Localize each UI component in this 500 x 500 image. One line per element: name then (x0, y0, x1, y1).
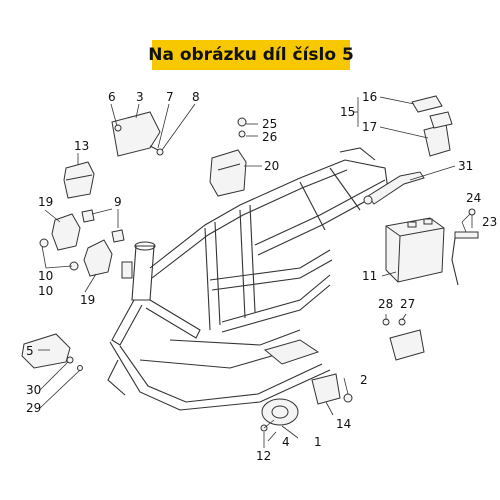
callout-9: 9 (114, 195, 122, 209)
callout-31: 31 (458, 159, 473, 173)
callout-7: 7 (166, 90, 174, 104)
callout-29: 29 (26, 401, 41, 415)
callout-10-right: 10 (38, 284, 53, 298)
banner-text: Na obrázku díl číslo 5 (148, 45, 354, 65)
callout-19-lower: 19 (80, 293, 95, 307)
callout-30: 30 (26, 383, 41, 397)
bracket-assembly (111, 111, 164, 157)
callout-19-upper: 19 (38, 195, 53, 209)
callout-6: 6 (108, 90, 116, 104)
callout-3: 3 (136, 90, 144, 104)
callout-23: 23 (482, 215, 497, 229)
callout-11: 11 (362, 269, 377, 283)
part-5-cover (21, 333, 83, 371)
callout-20: 20 (264, 159, 279, 173)
callout-8: 8 (192, 90, 200, 104)
callout-24: 24 (466, 191, 481, 205)
battery-part-11 (385, 217, 445, 283)
callout-13: 13 (74, 139, 89, 153)
callout-labels: 6 3 7 8 13 19 9 10 10 19 5 30 29 25 26 2… (26, 90, 497, 463)
callout-15: 15 (340, 105, 355, 119)
part-31-cable (363, 171, 425, 205)
callout-5: 5 (26, 344, 34, 358)
part-27-28-bracket (382, 318, 425, 361)
callout-12: 12 (256, 449, 271, 463)
callout-2: 2 (360, 373, 368, 387)
callout-27: 27 (400, 297, 415, 311)
callout-4: 4 (282, 435, 290, 449)
callout-17: 17 (362, 120, 377, 134)
part-20-bracket (209, 117, 247, 197)
callout-16: 16 (362, 90, 377, 104)
callout-25: 25 (262, 117, 277, 131)
leader-lines (38, 96, 471, 448)
callout-14: 14 (336, 417, 351, 431)
part-23-24-wire (451, 208, 479, 286)
relay-assembly (411, 95, 453, 157)
part-19-lower-box (69, 229, 125, 277)
horn-assembly (260, 373, 353, 432)
callout-10-left: 10 (38, 269, 53, 283)
callout-1: 1 (314, 435, 322, 449)
callout-26: 26 (262, 130, 277, 144)
callout-28: 28 (378, 297, 393, 311)
highlight-banner: Na obrázku díl číslo 5 (148, 40, 354, 70)
scooter-frame (107, 147, 389, 411)
part-13-box (63, 161, 95, 199)
part-19-upper-box (39, 209, 95, 251)
